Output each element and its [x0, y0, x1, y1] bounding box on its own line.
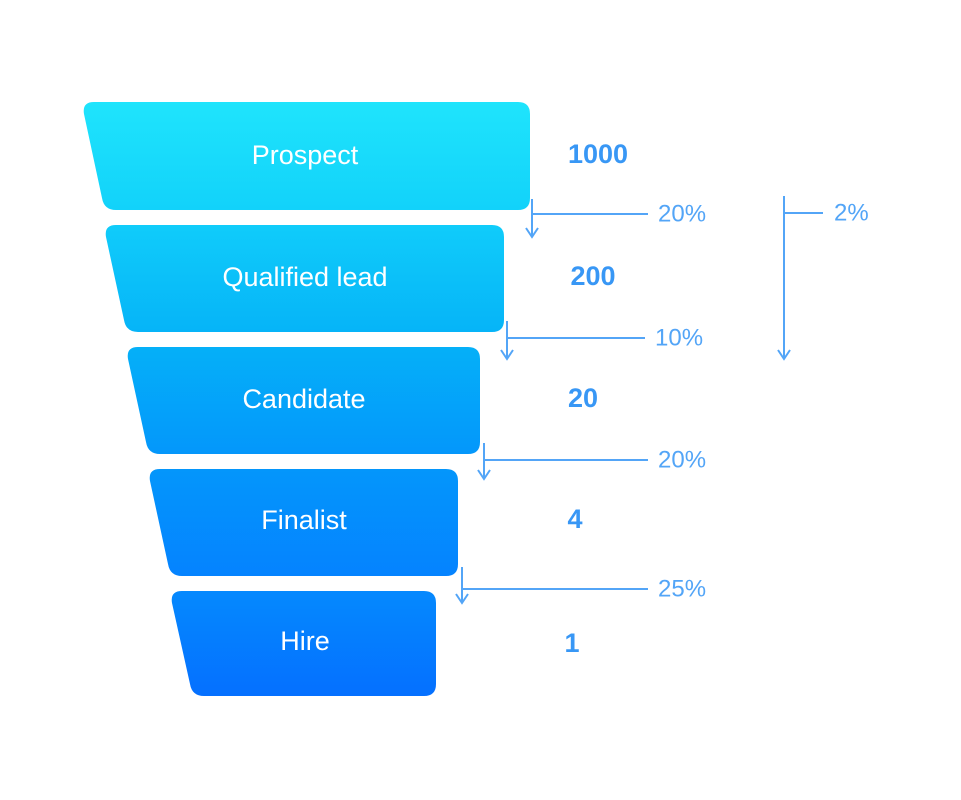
funnel-stage-label: Prospect	[252, 140, 359, 170]
funnel-stage-label: Qualified lead	[222, 262, 387, 292]
conversion-connector-1: 20%	[525, 199, 706, 239]
funnel-stage-label: Candidate	[242, 384, 365, 414]
down-arrow-head-icon	[777, 349, 791, 361]
conversion-percent-label: 20%	[658, 446, 706, 473]
funnel-segment-shape	[105, 225, 504, 332]
funnel-segment-finalist[interactable]: Finalist	[149, 469, 458, 576]
funnel-segment-qualified-lead[interactable]: Qualified lead	[105, 225, 504, 332]
funnel-value-prospect: 1000	[568, 139, 628, 169]
down-arrow-head-icon	[477, 469, 491, 481]
conversion-connector-2: 10%	[500, 321, 703, 361]
funnel-value-candidate: 20	[568, 383, 598, 413]
conversion-percent-label: 25%	[658, 575, 706, 602]
funnel-segment-hire[interactable]: Hire	[171, 591, 436, 696]
funnel-segment-shape	[171, 591, 436, 696]
funnel-segment-shape	[149, 469, 458, 576]
funnel-value-hire: 1	[564, 628, 579, 658]
funnel-stage-label: Finalist	[261, 505, 347, 535]
overall-conversion-label: 2%	[834, 199, 869, 226]
funnel-segment-prospect[interactable]: Prospect	[83, 102, 530, 210]
funnel-value-qualified-lead: 200	[570, 261, 615, 291]
funnel-value-finalist: 4	[567, 504, 582, 534]
down-arrow-head-icon	[455, 593, 469, 605]
funnel-stage-label: Hire	[280, 626, 330, 656]
conversion-percent-label: 20%	[658, 200, 706, 227]
overall-conversion-bracket: 2%	[777, 196, 869, 361]
funnel-segment-shape	[127, 347, 480, 454]
conversion-connector-3: 20%	[477, 443, 706, 481]
down-arrow-head-icon	[500, 349, 514, 361]
down-arrow-head-icon	[525, 227, 539, 239]
funnel-segment-candidate[interactable]: Candidate	[127, 347, 480, 454]
conversion-percent-label: 10%	[655, 324, 703, 351]
conversion-connector-4: 25%	[455, 567, 706, 605]
funnel-segment-shape	[83, 102, 530, 210]
